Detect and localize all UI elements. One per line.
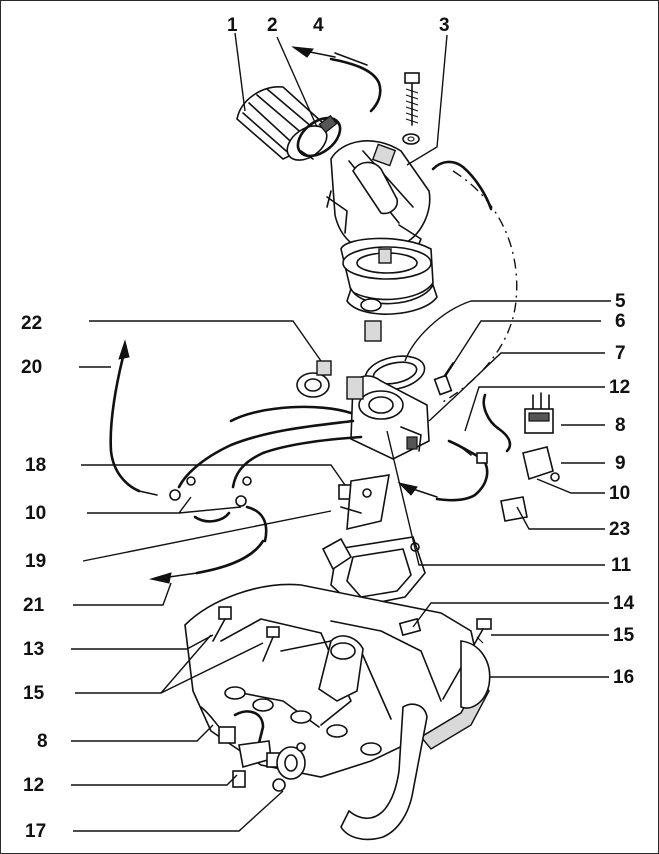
part-sensor-6	[433, 362, 454, 396]
callout-15-right: 15	[613, 625, 635, 646]
callout-4: 4	[313, 15, 324, 36]
part-connector-plug	[524, 392, 554, 434]
callout-17: 17	[25, 821, 46, 842]
callout-8-lower: 8	[37, 731, 48, 752]
part-bypass-hoses	[177, 405, 363, 489]
callout-16: 16	[613, 667, 634, 688]
callout-19: 19	[25, 551, 46, 572]
callout-14: 14	[613, 593, 635, 614]
part-airflow-meter	[326, 140, 438, 342]
part-right-hose-cluster	[397, 393, 512, 502]
callout-13: 13	[23, 639, 44, 660]
callout-2: 2	[267, 15, 278, 36]
part-clamp-22	[296, 360, 332, 398]
part-t-junction-left	[169, 476, 268, 543]
callout-10-right: 10	[609, 483, 630, 504]
part-bracket-18-19	[338, 474, 390, 531]
part-lower-sensors	[200, 706, 306, 792]
callout-1: 1	[227, 15, 238, 36]
part-coolant-hose	[340, 703, 428, 841]
part-breather-hose	[291, 46, 382, 113]
callout-8-upper: 8	[615, 415, 626, 436]
callout-21: 21	[23, 595, 45, 616]
part-hose-clamp	[296, 114, 342, 160]
callout-18: 18	[25, 455, 46, 476]
callout-12-lower: 12	[23, 775, 44, 796]
part-throttle-body	[346, 375, 430, 460]
part-flange-16	[460, 640, 491, 709]
callout-15-left: 15	[23, 683, 45, 704]
callout-5: 5	[615, 291, 626, 312]
callout-23: 23	[609, 519, 630, 540]
callout-3: 3	[439, 15, 450, 36]
callout-11: 11	[611, 555, 632, 576]
part-hose-21	[149, 539, 265, 584]
part-control-valve	[500, 446, 560, 522]
vacuum-line-path	[440, 170, 518, 404]
callout-7: 7	[615, 343, 626, 364]
part-vacuum-hose-upper	[431, 160, 493, 211]
callout-22: 22	[21, 313, 42, 334]
part-hose-20	[109, 339, 158, 496]
callout-10-left: 10	[25, 503, 46, 524]
callout-20: 20	[21, 357, 42, 378]
callout-6: 6	[615, 311, 626, 332]
callout-9: 9	[615, 453, 626, 474]
callout-labels: 1 2 4 3 5 22 6 20 7 12 8 18 9 10 10 23 1…	[21, 15, 635, 842]
callout-12-upper: 12	[609, 377, 630, 398]
leader-lines	[71, 32, 611, 832]
part-mounting-bolt	[402, 72, 420, 145]
